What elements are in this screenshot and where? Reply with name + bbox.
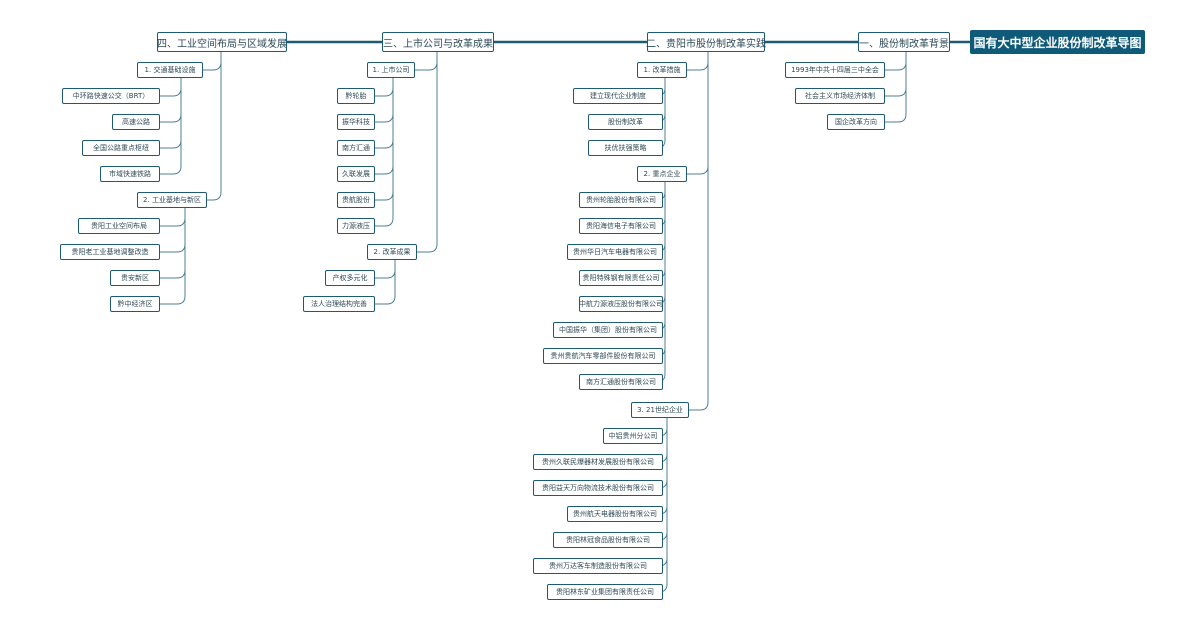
leaf-3-2-2[interactable]: 法人治理结构完善 bbox=[303, 296, 375, 312]
leaf-2-3-6[interactable]: 贵州万达客车制造股份有限公司 bbox=[533, 558, 663, 574]
group-2-2[interactable]: 2. 重点企业 bbox=[637, 166, 687, 182]
leaf-4-2-1[interactable]: 贵阳工业空间布局 bbox=[78, 218, 160, 234]
leaf-2-1-3[interactable]: 扶优扶强策略 bbox=[588, 140, 663, 156]
leaf-2-2-4[interactable]: 贵阳特殊钢有限责任公司 bbox=[579, 270, 663, 286]
leaf-3-1-2[interactable]: 振华科技 bbox=[337, 114, 375, 130]
leaf-4-1-1[interactable]: 中环路快速公交（BRT） bbox=[62, 88, 160, 104]
leaf-2-3-3[interactable]: 贵阳益天万向物流技术股份有限公司 bbox=[533, 480, 663, 496]
leaf-3-1-1[interactable]: 黔轮胎 bbox=[337, 88, 375, 104]
leaf-3-1-3[interactable]: 南方汇通 bbox=[337, 140, 375, 156]
leaf-1-1-1[interactable]: 1993年中共十四届三中全会 bbox=[785, 62, 885, 78]
leaf-2-1-2[interactable]: 股份制改革 bbox=[588, 114, 663, 130]
leaf-2-3-7[interactable]: 贵阳林东矿业集团有限责任公司 bbox=[547, 584, 663, 600]
link-leaf-3-1-6 bbox=[375, 78, 394, 227]
link-leaf-4-2-4 bbox=[160, 208, 186, 305]
leaf-3-1-6[interactable]: 力源液压 bbox=[337, 218, 375, 234]
branch-1[interactable]: 一、股份制改革背景 bbox=[858, 32, 950, 52]
leaf-2-2-2[interactable]: 贵阳海信电子有限公司 bbox=[579, 218, 663, 234]
link-group-2-3 bbox=[689, 52, 709, 411]
leaf-2-3-2[interactable]: 贵州久联民爆器材发展股份有限公司 bbox=[533, 454, 663, 470]
group-3-2[interactable]: 2. 改革成果 bbox=[367, 244, 417, 260]
link-group-4-2 bbox=[207, 52, 222, 201]
link-leaf-1-1-3 bbox=[885, 52, 907, 123]
leaf-2-2-5[interactable]: 中航力源液压股份有限公司 bbox=[579, 296, 663, 312]
leaf-2-3-4[interactable]: 贵州航天电器股份有限公司 bbox=[567, 506, 663, 522]
leaf-4-2-2[interactable]: 贵阳老工业基地调整改造 bbox=[60, 244, 160, 260]
leaf-2-2-6[interactable]: 中国振华（集团）股份有限公司 bbox=[553, 322, 663, 338]
leaf-2-3-5[interactable]: 贵阳林冠食品股份有限公司 bbox=[553, 532, 663, 548]
leaf-2-2-3[interactable]: 贵州华日汽车电器有限公司 bbox=[567, 244, 663, 260]
group-3-1[interactable]: 1. 上市公司 bbox=[367, 62, 415, 78]
group-4-1[interactable]: 1. 交通基础设施 bbox=[137, 62, 203, 78]
leaf-2-3-1[interactable]: 中铝贵州分公司 bbox=[603, 428, 663, 444]
link-group-3-2 bbox=[417, 52, 438, 253]
leaf-1-1-3[interactable]: 国企改革方向 bbox=[827, 114, 885, 130]
leaf-3-1-4[interactable]: 久联发展 bbox=[337, 166, 375, 182]
leaf-4-2-3[interactable]: 贵安新区 bbox=[110, 270, 160, 286]
root-node[interactable]: 国有大中型企业股份制改革导图 bbox=[970, 30, 1145, 54]
leaf-4-1-4[interactable]: 市域快速铁路 bbox=[100, 166, 160, 182]
leaf-4-1-2[interactable]: 高速公路 bbox=[112, 114, 160, 130]
leaf-2-2-1[interactable]: 贵州轮胎股份有限公司 bbox=[579, 192, 663, 208]
leaf-3-2-1[interactable]: 产权多元化 bbox=[325, 270, 375, 286]
branch-3[interactable]: 三、上市公司与改革成果 bbox=[382, 32, 494, 52]
leaf-2-2-8[interactable]: 南方汇通股份有限公司 bbox=[579, 374, 663, 390]
group-4-2[interactable]: 2. 工业基地与新区 bbox=[137, 192, 207, 208]
leaf-4-2-4[interactable]: 黔中经济区 bbox=[110, 296, 160, 312]
leaf-4-1-3[interactable]: 全国公路重点枢纽 bbox=[82, 140, 160, 156]
group-2-1[interactable]: 1. 改革措施 bbox=[637, 62, 687, 78]
branch-4[interactable]: 四、工业空间布局与区域发展 bbox=[157, 32, 287, 52]
group-2-3[interactable]: 3. 21世纪企业 bbox=[631, 402, 689, 418]
branch-2[interactable]: 二、贵阳市股份制改革实践 bbox=[646, 32, 766, 52]
leaf-2-2-7[interactable]: 贵州贵航汽车零部件股份有限公司 bbox=[543, 348, 663, 364]
leaf-2-1-1[interactable]: 建立现代企业制度 bbox=[573, 88, 663, 104]
link-leaf-3-2-2 bbox=[375, 260, 396, 305]
leaf-3-1-5[interactable]: 贵航股份 bbox=[337, 192, 375, 208]
link-leaf-4-1-4 bbox=[160, 78, 182, 175]
leaf-1-1-2[interactable]: 社会主义市场经济体制 bbox=[795, 88, 885, 104]
